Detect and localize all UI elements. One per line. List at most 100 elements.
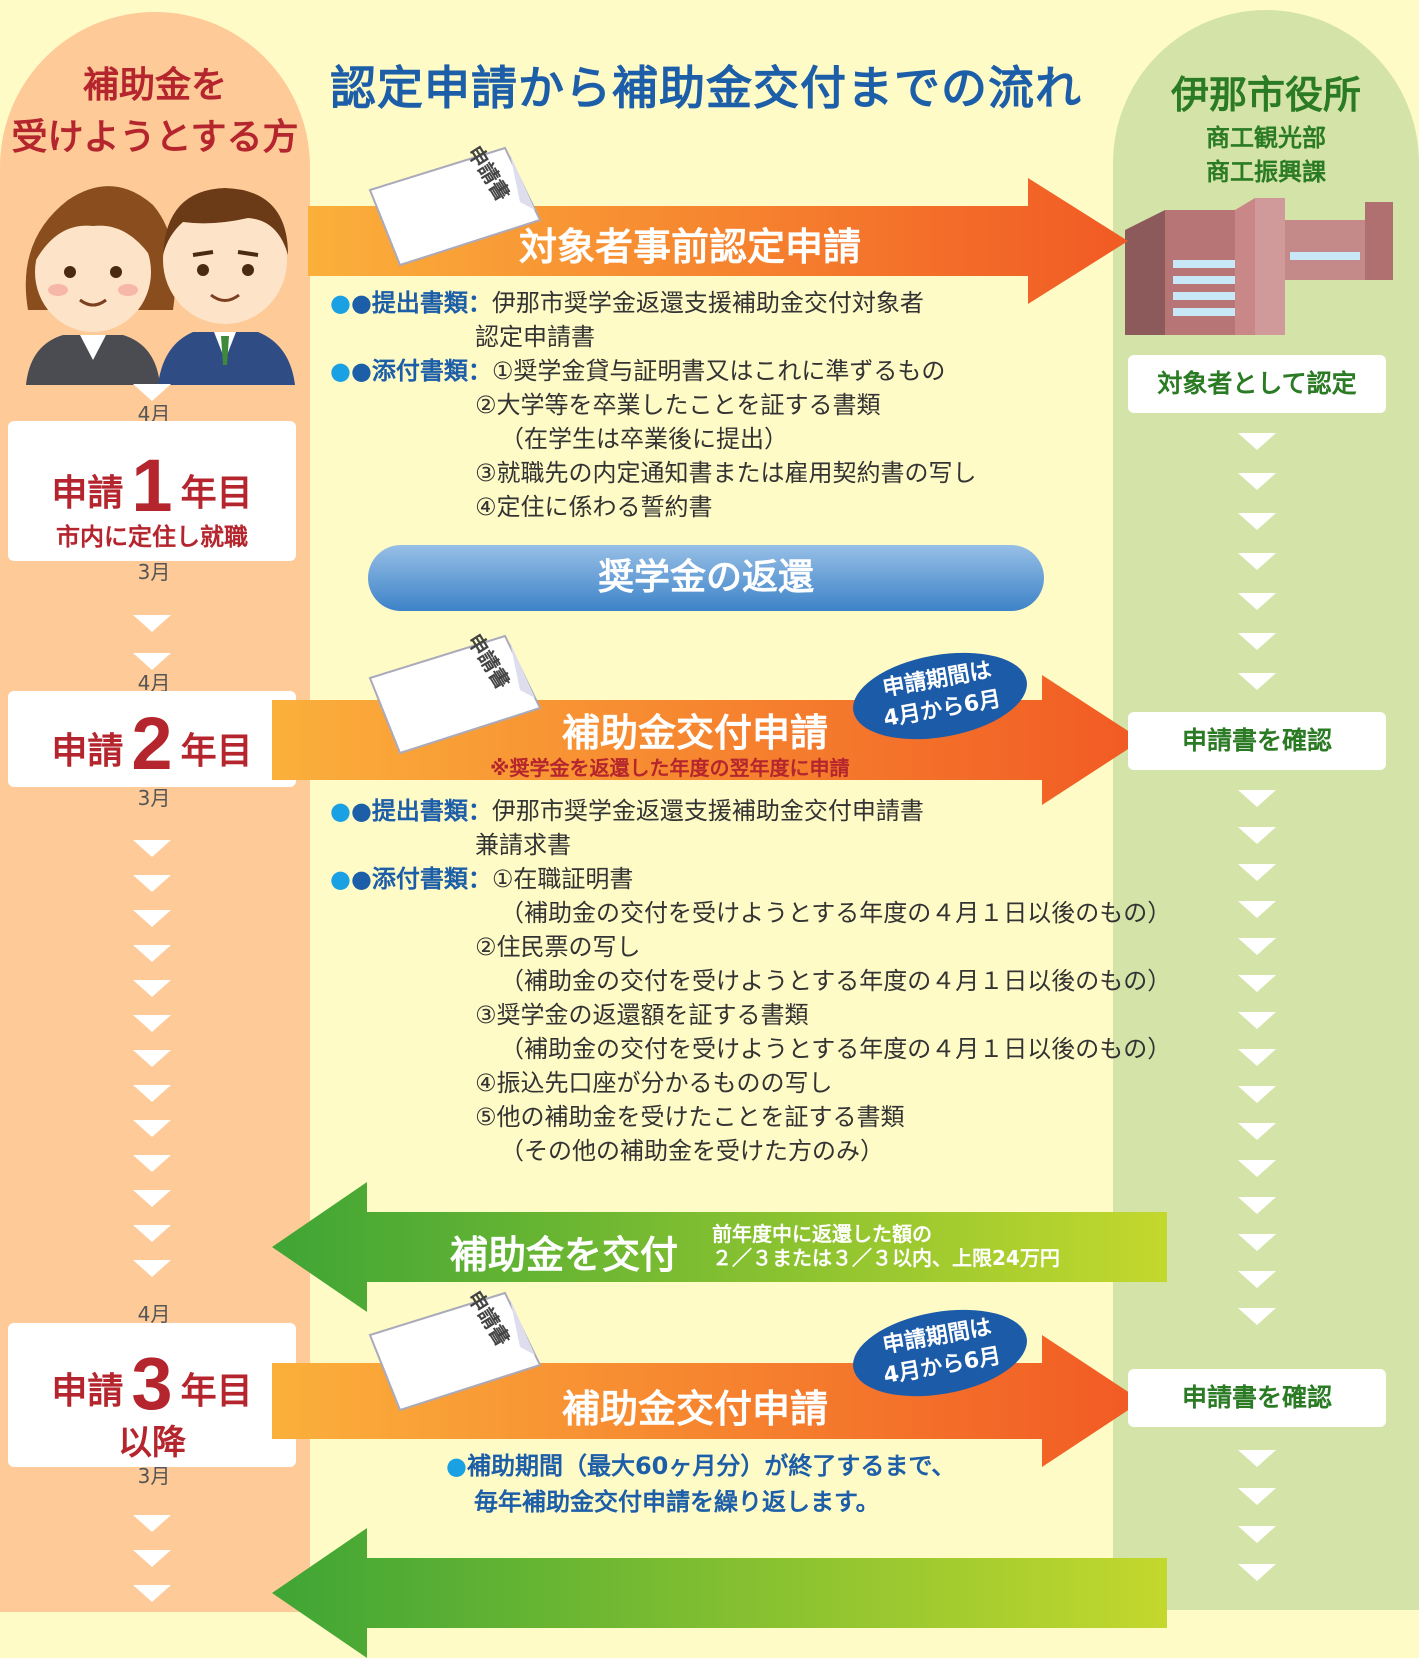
down-arrow-icon bbox=[1238, 593, 1276, 610]
repeat-note: ●補助期間（最大60ヶ月分）が終了するまで、 毎年補助金交付申請を繰り返します。 bbox=[446, 1448, 955, 1520]
step1-docs: ●●提出書類：伊那市奨学金返還支援補助金交付対象者 認定申請書 ●●添付書類：①… bbox=[330, 286, 977, 524]
down-arrow-icon bbox=[133, 980, 171, 997]
down-arrow-icon bbox=[133, 1085, 171, 1102]
down-arrow-icon bbox=[133, 1190, 171, 1207]
preapproval-label: 対象者事前認定申請 bbox=[518, 225, 861, 269]
step1-attach-1: ①奨学金貸与証明書又はこれに準ずるもの bbox=[491, 357, 946, 385]
office-dept1: 商工観光部 bbox=[1206, 124, 1326, 152]
down-arrow-icon bbox=[1238, 1488, 1276, 1505]
down-arrow-icon bbox=[133, 840, 171, 857]
document-icon: 申請書 bbox=[360, 140, 550, 274]
grant-application-label-2: 補助金交付申請 bbox=[561, 1387, 828, 1431]
down-arrow-icon bbox=[1238, 864, 1276, 881]
office-name: 伊那市役所 bbox=[1170, 73, 1361, 117]
step1-attach-2-note: （在学生は卒業後に提出） bbox=[500, 425, 788, 453]
down-arrow-icon bbox=[1238, 1197, 1276, 1214]
down-arrow-icon bbox=[133, 1515, 171, 1532]
applicant-title: 補助金を 受けようとする方 bbox=[0, 60, 310, 164]
down-arrow-icon bbox=[1238, 473, 1276, 490]
document-icon: 申請書 bbox=[360, 628, 550, 762]
down-arrow-icon bbox=[1238, 1123, 1276, 1140]
year1-sub: 市内に定住し就職 bbox=[56, 523, 248, 551]
year2-end-month: 3月 bbox=[137, 786, 171, 810]
applicants-illustration bbox=[25, 186, 295, 385]
step2-docs: ●●提出書類：伊那市奨学金返還支援補助金交付申請書 兼請求書 ●●添付書類：①在… bbox=[330, 794, 1171, 1168]
down-arrow-icon bbox=[1238, 1049, 1276, 1066]
year3-end-month: 3月 bbox=[137, 1464, 171, 1488]
step2-attach-5: ⑤他の補助金を受けたことを証する書類 bbox=[475, 1103, 905, 1131]
down-arrow-icon bbox=[1238, 901, 1276, 918]
down-arrow-icon bbox=[1238, 1450, 1276, 1467]
year3-sub: 以降 bbox=[118, 1423, 186, 1463]
applicant-title-line2: 受けようとする方 bbox=[11, 117, 299, 158]
year1-end-month: 3月 bbox=[137, 560, 171, 584]
step2-submit-key: ●提出書類： bbox=[350, 797, 492, 825]
down-arrow-icon bbox=[1238, 1526, 1276, 1543]
down-arrow-icon bbox=[1238, 1564, 1276, 1581]
down-arrow-icon bbox=[133, 653, 171, 670]
document-icon: 申請書 bbox=[360, 1285, 550, 1419]
step1-submit-key: ●提出書類： bbox=[350, 289, 492, 317]
down-arrow-icon bbox=[1238, 1308, 1276, 1325]
man-figure bbox=[158, 188, 295, 385]
down-arrow-icon bbox=[133, 615, 171, 632]
grant-payment-arrow bbox=[272, 1182, 1167, 1312]
step2-attach-3-note: （補助金の交付を受けようとする年度の４月１日以後のもの） bbox=[500, 1035, 1172, 1063]
office-dept2: 商工振興課 bbox=[1206, 158, 1326, 186]
down-arrow-icon bbox=[1238, 975, 1276, 992]
step2-attach-2-note: （補助金の交付を受けようとする年度の４月１日以後のもの） bbox=[500, 967, 1172, 995]
down-arrow-icon bbox=[133, 384, 171, 401]
grant-payment-label: 補助金を交付 bbox=[450, 1233, 679, 1277]
down-arrow-icon bbox=[1238, 633, 1276, 650]
step2-attach-key: ●添付書類： bbox=[350, 865, 492, 893]
down-arrow-icon bbox=[1238, 673, 1276, 690]
down-arrow-icon bbox=[1238, 1271, 1276, 1288]
repayment-pill: 奨学金の返還 bbox=[368, 545, 1044, 611]
step1-attach-3: ③就職先の内定通知書または雇用契約書の写し bbox=[475, 459, 977, 487]
step2-attach-1-note: （補助金の交付を受けようとする年度の４月１日以後のもの） bbox=[500, 899, 1172, 927]
repeat-note-line1: 補助期間（最大60ヶ月分）が終了するまで、 bbox=[466, 1452, 956, 1480]
city-hall-illustration bbox=[1125, 198, 1393, 335]
repeat-note-line2: 毎年補助金交付申請を繰り返します。 bbox=[474, 1488, 880, 1516]
step1-attach-4: ④定住に係わる誓約書 bbox=[475, 493, 713, 521]
year3-start-month: 4月 bbox=[137, 1302, 171, 1326]
down-arrow-icon bbox=[1238, 1234, 1276, 1251]
step2-attach-1: ①在職証明書 bbox=[491, 865, 634, 893]
office-approve-box: 対象者として認定 bbox=[1128, 355, 1386, 413]
down-arrow-icon bbox=[133, 1050, 171, 1067]
step2-attach-4: ④振込先口座が分かるものの写し bbox=[475, 1069, 833, 1097]
step2-submit-line1: 伊那市奨学金返還支援補助金交付申請書 bbox=[491, 797, 924, 825]
down-arrow-icon bbox=[1238, 513, 1276, 530]
woman-figure bbox=[25, 186, 176, 385]
step2-attach-5-note: （その他の補助金を受けた方のみ） bbox=[500, 1137, 884, 1165]
down-arrow-icon bbox=[1238, 827, 1276, 844]
step2-attach-2: ②住民票の写し bbox=[475, 933, 641, 961]
step2-attach-3: ③奨学金の返還額を証する書類 bbox=[475, 1001, 809, 1029]
down-arrow-icon bbox=[1238, 1086, 1276, 1103]
step1-submit-line1: 伊那市奨学金返還支援補助金交付対象者 bbox=[491, 289, 924, 317]
down-arrow-icon bbox=[1238, 553, 1276, 570]
down-arrow-icon bbox=[133, 1120, 171, 1137]
step1-submit-line2: 認定申請書 bbox=[475, 323, 595, 351]
applicant-title-line1: 補助金を bbox=[82, 65, 227, 106]
down-arrow-icon bbox=[133, 910, 171, 927]
down-arrow-icon bbox=[133, 1225, 171, 1242]
grant-payment-arrow-2 bbox=[272, 1528, 1167, 1658]
office-check-box-2: 申請書を確認 bbox=[1128, 1369, 1386, 1427]
down-arrow-icon bbox=[133, 945, 171, 962]
down-arrow-icon bbox=[133, 1260, 171, 1277]
down-arrow-icon bbox=[133, 875, 171, 892]
grant-application-label: 補助金交付申請 bbox=[561, 711, 828, 755]
page-title: 認定申請から補助金交付までの流れ bbox=[330, 61, 1082, 115]
office-check-box-1: 申請書を確認 bbox=[1128, 712, 1386, 770]
step2-submit-line2: 兼請求書 bbox=[475, 831, 571, 859]
down-arrow-icon bbox=[133, 1550, 171, 1567]
step1-attach-2: ②大学等を卒業したことを証する書類 bbox=[475, 391, 881, 419]
down-arrow-icon bbox=[133, 1015, 171, 1032]
